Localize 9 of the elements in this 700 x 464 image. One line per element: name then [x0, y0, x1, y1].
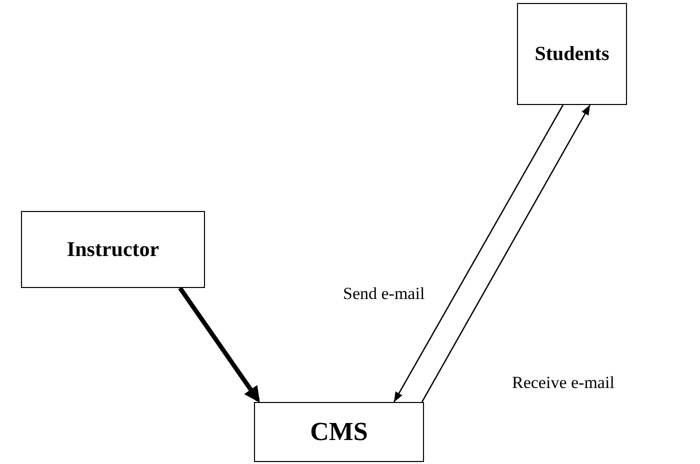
node-label: CMS [310, 417, 368, 447]
entity-box [21, 211, 205, 288]
entity-box [517, 3, 627, 105]
node-label: Students [534, 42, 610, 66]
arrow [393, 104, 564, 402]
arrow [421, 104, 591, 402]
node-label: Instructor [66, 237, 160, 262]
entity-box [254, 402, 424, 462]
thick-arrow [178, 286, 260, 403]
